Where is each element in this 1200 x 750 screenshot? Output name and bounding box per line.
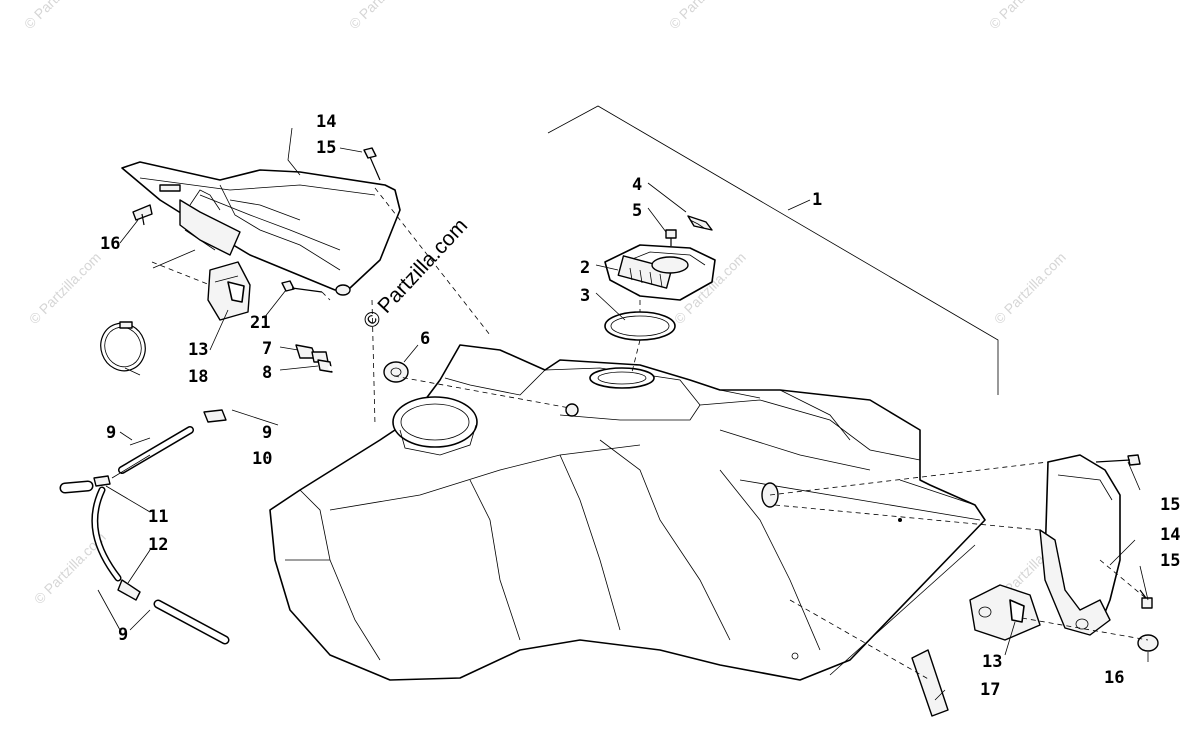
callout-11: 11	[148, 507, 168, 527]
watermark-faint: © Partzilla.com	[666, 0, 744, 32]
vent-hose-left	[59, 426, 230, 645]
callout-8: 8	[262, 363, 272, 383]
left-bracket	[207, 261, 251, 321]
callout-13: 13	[188, 340, 208, 360]
leader-lines	[97, 127, 1149, 701]
band-clamp	[100, 321, 146, 372]
callout-9: 9	[106, 423, 116, 443]
callout-16: 16	[1104, 668, 1124, 688]
callout-17: 17	[980, 680, 1000, 700]
left-side-panel	[121, 161, 401, 296]
fuel-tank	[269, 344, 986, 681]
callout-9: 9	[262, 423, 272, 443]
callout-10: 10	[252, 449, 272, 469]
callout-9: 9	[118, 625, 128, 645]
callout-1: 1	[812, 190, 822, 210]
filler-cap	[604, 244, 716, 301]
right-screws	[1095, 454, 1153, 609]
callout-13: 13	[982, 652, 1002, 672]
right-bracket	[969, 584, 1041, 641]
right-grommet	[1137, 634, 1159, 652]
callout-2: 2	[580, 258, 590, 278]
cap-hardware	[665, 215, 713, 246]
callout-4: 4	[632, 175, 642, 195]
left-screw	[363, 147, 381, 181]
gasket	[604, 311, 676, 341]
callouts: 1 2 3 4 5 6 7 8 9 9 9 10 11 12 13 13 14 …	[100, 112, 1180, 700]
tank-strap	[911, 649, 949, 717]
callout-14: 14	[316, 112, 336, 132]
vent-grommet	[383, 361, 409, 383]
watermark-faint: © Partzilla.com	[346, 0, 424, 32]
watermark-faint: © Partzilla.com	[21, 0, 99, 32]
callout-15: 15	[1160, 495, 1180, 515]
assembly-bracket	[547, 105, 999, 395]
callout-6: 6	[420, 329, 430, 349]
left-grommet	[132, 204, 153, 226]
callout-15: 15	[316, 138, 336, 158]
vent-hose-upper	[226, 366, 359, 421]
callout-5: 5	[632, 201, 642, 221]
callout-18: 18	[188, 367, 208, 387]
panel-screw	[281, 280, 323, 293]
callout-14: 14	[1160, 525, 1180, 545]
callout-21: 21	[250, 313, 270, 333]
watermark-faint: © Partzilla.com	[26, 249, 104, 327]
callout-12: 12	[148, 535, 168, 555]
callout-7: 7	[262, 339, 272, 359]
hose-connector	[203, 409, 227, 423]
callout-15: 15	[1160, 551, 1180, 571]
watermark-faint: © Partzilla.com	[991, 249, 1069, 327]
watermark-faint: © Partzilla.com	[986, 0, 1064, 32]
callout-16: 16	[100, 234, 120, 254]
callout-3: 3	[580, 286, 590, 306]
right-side-panel	[1039, 454, 1121, 636]
